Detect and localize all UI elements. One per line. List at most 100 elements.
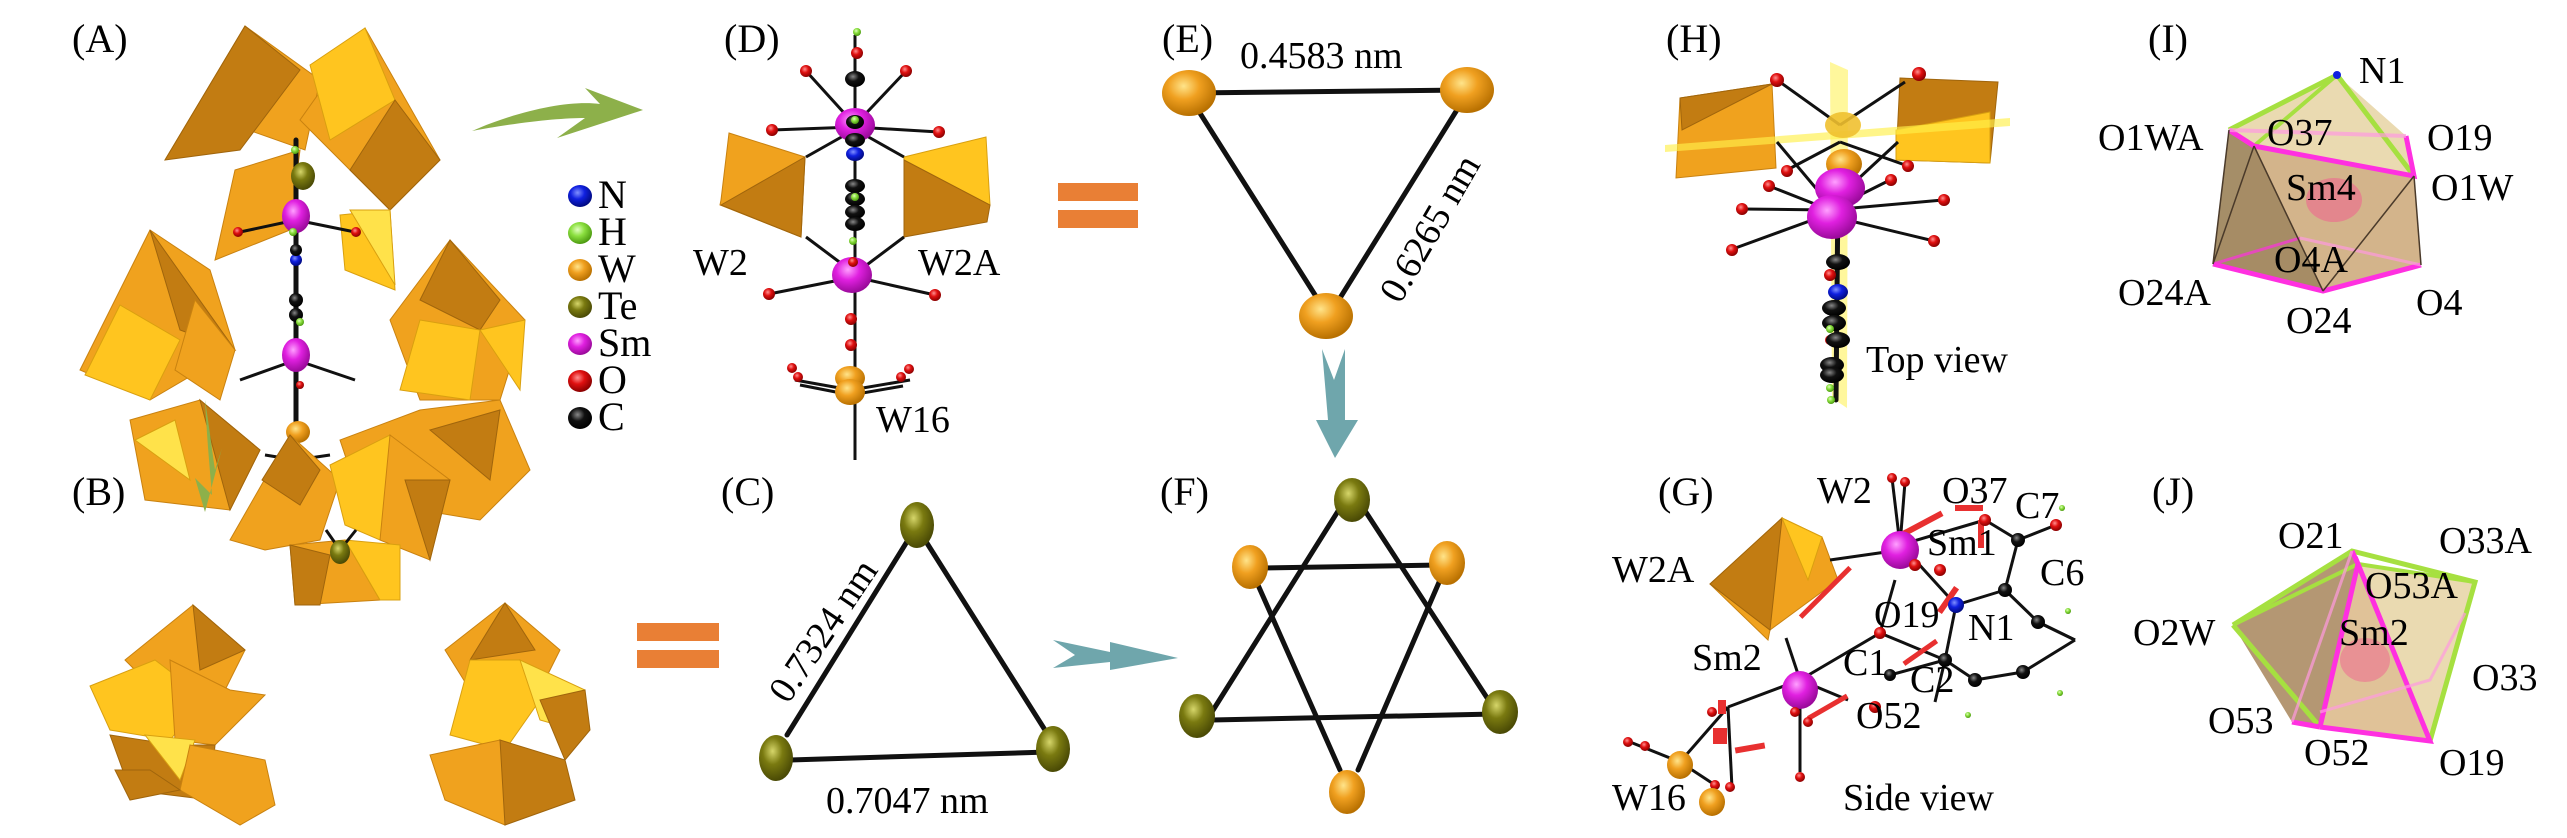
legend-label-o: O [598, 357, 627, 402]
j-label-o19: O19 [2439, 742, 2504, 784]
panel-d: (D) [693, 16, 1138, 460]
sm4-coordination-polyhedron [2212, 71, 2422, 294]
polyoxometalate-cluster-a [79, 25, 531, 521]
j-label-o52: O52 [2304, 732, 2369, 774]
legend-swatch-te-icon [568, 296, 592, 318]
j-label-o21: O21 [2278, 515, 2343, 557]
panel-b: (B) [72, 434, 719, 826]
tungstate-fragment-left [89, 603, 276, 826]
legend-label-te: Te [598, 283, 637, 328]
panel-label-a: (A) [72, 16, 128, 61]
teal-arrow-down-icon [1316, 349, 1358, 458]
i-label-o24a: O24A [2118, 272, 2211, 314]
caption-top-view: Top view [1866, 339, 2008, 381]
i-label-o1wa: O1WA [2098, 117, 2204, 159]
legend-label-sm: Sm [598, 320, 651, 365]
panel-label-g: (G) [1658, 469, 1714, 514]
panel-i: (I) N1 O1WA O37 O19 Sm4 O1 [2098, 16, 2513, 342]
i-label-o37: O37 [2267, 112, 2332, 154]
i-label-o1w: O1W [2431, 167, 2513, 209]
g-label-c7: C7 [2015, 485, 2059, 527]
g-label-c2: C2 [1910, 659, 1954, 701]
panel-label-j: (J) [2152, 469, 2194, 514]
panel-f: (F) [1160, 469, 1518, 814]
legend-swatch-w-icon [568, 259, 592, 281]
legend-item-te: Te [568, 283, 637, 328]
legend-item-h: H [568, 209, 627, 254]
te-atom-f3 [1482, 690, 1518, 734]
j-label-o2w: O2W [2133, 612, 2215, 654]
g-label-c6: C6 [2040, 552, 2084, 594]
panel-label-c: (C) [721, 469, 774, 514]
i-label-n1: N1 [2359, 50, 2405, 92]
te-atom-f2 [1179, 694, 1215, 738]
distance-label-c-left: 0.7324 nm [761, 552, 887, 710]
atom-label-w2a: W2A [918, 242, 1001, 284]
j-label-o33: O33 [2472, 657, 2537, 699]
panel-label-d: (D) [724, 16, 780, 61]
legend-label-c: C [598, 394, 625, 439]
panel-c: (C) 0.7324 nm 0.7047 nm [721, 469, 1178, 822]
equals-sign-d-e-icon [1058, 183, 1138, 228]
te-centered-fragment [229, 434, 451, 606]
g-atoms [1623, 473, 2071, 816]
w-atom-f1 [1232, 545, 1268, 589]
panel-h: (H) [1665, 16, 2010, 408]
w-atom-e2 [1440, 67, 1494, 113]
te-atom-c1 [900, 502, 934, 548]
panel-e: (E) 0.4583 nm 0.6265 nm [1162, 16, 1494, 458]
g-label-w2: W2 [1817, 470, 1872, 512]
panel-label-h: (H) [1666, 16, 1722, 61]
w-atom-f3 [1329, 770, 1365, 814]
legend-item-o: O [568, 357, 627, 402]
i-label-sm4: Sm4 [2286, 167, 2356, 209]
panel-label-e: (E) [1162, 16, 1213, 61]
sm2-coordination-polyhedron [2231, 548, 2479, 745]
panel-j: (J) O21 O33A O53A O2W Sm2 O33 O53 O52 O1… [2133, 469, 2537, 784]
j-label-o53a: O53A [2365, 565, 2458, 607]
g-label-w16: W16 [1612, 777, 1686, 819]
te-atom-c3 [1036, 726, 1070, 772]
g-label-c1: C1 [1843, 642, 1887, 684]
i-label-o24: O24 [2286, 300, 2351, 342]
g-label-n1: N1 [1968, 607, 2014, 649]
legend-item-n: N [568, 172, 627, 217]
legend-swatch-n-icon [568, 185, 592, 207]
w-atom-f2 [1429, 541, 1465, 585]
legend-label-h: H [598, 209, 627, 254]
panel-g: (G) [1612, 469, 2084, 819]
atom-label-w2: W2 [693, 242, 748, 284]
legend-swatch-o-icon [568, 370, 592, 392]
atom-label-w16: W16 [876, 399, 950, 441]
legend-swatch-c-icon [568, 407, 592, 429]
g-label-sm1: Sm1 [1927, 522, 1997, 564]
te-atom-f1 [1334, 478, 1370, 522]
i-label-o4a: O4A [2274, 239, 2348, 281]
h-atoms [1726, 67, 1950, 404]
w-atom-e3 [1299, 293, 1353, 339]
caption-side-view: Side view [1843, 777, 1994, 819]
distance-label-c-bottom: 0.7047 nm [826, 780, 989, 822]
g-label-o19: O19 [1874, 594, 1939, 636]
legend-item-c: C [568, 394, 625, 439]
green-arrow-right-icon [472, 88, 643, 138]
legend-swatch-h-icon [568, 222, 592, 244]
g-label-o52: O52 [1856, 695, 1921, 737]
panel-label-f: (F) [1160, 469, 1209, 514]
g-label-w2a: W2A [1612, 549, 1695, 591]
i-label-o4: O4 [2416, 282, 2462, 324]
w-atom-e1 [1162, 70, 1216, 116]
legend-label-w: W [598, 246, 636, 291]
legend-item-sm: Sm [568, 320, 651, 365]
legend-label-n: N [598, 172, 627, 217]
tungstate-fragment-right [429, 602, 591, 826]
panel-a: (A) [72, 16, 643, 521]
legend-item-w: W [568, 246, 636, 291]
distance-label-e-right: 0.6265 nm [1371, 148, 1489, 310]
central-ligand-chain-a [233, 137, 361, 483]
g-label-o37: O37 [1942, 470, 2007, 512]
teal-arrow-right-icon [1053, 640, 1178, 670]
te-atom-c2 [759, 735, 793, 781]
d-atoms [763, 28, 945, 405]
